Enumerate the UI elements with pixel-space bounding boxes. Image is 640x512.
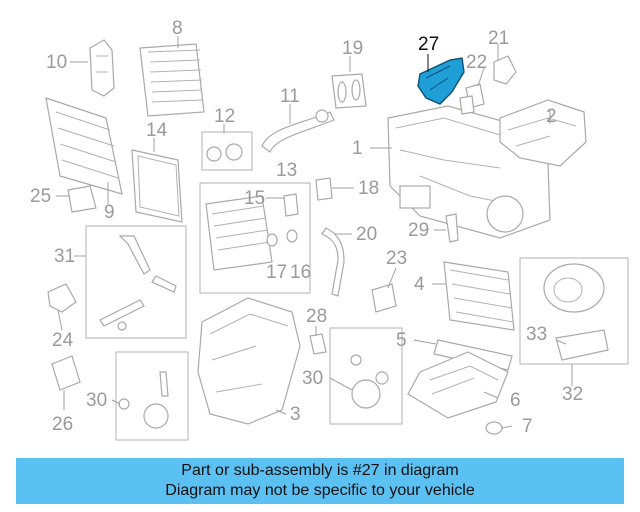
callout-32: 32 [562, 384, 583, 405]
part-20[interactable] [321, 227, 345, 297]
callout-12: 12 [214, 106, 235, 127]
callout-3: 3 [290, 404, 301, 425]
callout-15: 15 [244, 188, 265, 209]
callout-20: 20 [356, 224, 377, 245]
group-box-30-left [115, 351, 189, 441]
callout-25: 25 [30, 186, 51, 207]
part-27[interactable] [417, 57, 465, 105]
part-14[interactable] [131, 149, 183, 223]
callout-6: 6 [510, 390, 521, 411]
part-25[interactable] [67, 185, 97, 213]
callout-27: 27 [418, 34, 439, 55]
callout-13: 13 [276, 160, 297, 181]
callout-14: 14 [146, 120, 168, 141]
callout-30-left: 30 [86, 390, 107, 411]
group-box-32 [519, 257, 629, 365]
part-9[interactable] [45, 97, 123, 195]
callout-31: 31 [54, 246, 75, 267]
part-28[interactable] [309, 333, 327, 355]
part-23[interactable] [371, 283, 397, 313]
callout-30-right: 30 [302, 368, 323, 389]
callout-1: 1 [352, 138, 363, 159]
part-7[interactable] [485, 421, 503, 435]
part-18[interactable] [315, 177, 333, 201]
part-33[interactable] [555, 329, 609, 361]
callout-5: 5 [396, 330, 407, 351]
part-16[interactable] [286, 229, 298, 243]
callout-22: 22 [466, 52, 487, 73]
banner-line-2: Diagram may not be specific to your vehi… [165, 482, 475, 499]
callout-2: 2 [546, 106, 557, 127]
leader-lines [56, 36, 573, 429]
callout-11: 11 [280, 86, 300, 107]
group-box-13 [199, 182, 311, 294]
group-box-30-right [329, 327, 403, 425]
part-12[interactable] [206, 143, 243, 162]
part-11[interactable] [261, 109, 335, 153]
group-box-31 [85, 225, 187, 339]
part-32[interactable] [543, 263, 605, 313]
part-10[interactable] [89, 39, 115, 97]
callout-4: 4 [414, 274, 425, 295]
part-30-right[interactable] [350, 354, 389, 409]
part-30-left[interactable] [118, 371, 169, 429]
callout-26: 26 [52, 414, 73, 435]
part-21[interactable] [493, 55, 517, 85]
part-19[interactable] [331, 73, 367, 109]
banner-line-1: Part or sub-assembly is #27 in diagram [181, 462, 459, 479]
part-31[interactable] [99, 235, 177, 331]
callout-17: 17 [266, 262, 287, 283]
part-3[interactable] [197, 297, 301, 425]
part-15[interactable] [205, 193, 299, 271]
group-box-12 [201, 131, 253, 171]
part-22[interactable] [459, 83, 485, 115]
part-17[interactable] [266, 233, 278, 247]
callout-21: 21 [488, 28, 509, 49]
callout-19: 19 [342, 38, 363, 59]
callout-28: 28 [306, 306, 327, 327]
callout-9: 9 [104, 202, 115, 223]
callout-23: 23 [386, 248, 407, 269]
info-banner: Part or sub-assembly is #27 in diagram D… [16, 458, 624, 504]
callout-labels: 27 10 8 19 11 12 14 22 21 2 1 9 25 13 15… [30, 18, 583, 437]
part-6[interactable] [407, 351, 509, 419]
callout-10: 10 [46, 52, 67, 73]
part-2[interactable] [499, 99, 587, 167]
callout-18: 18 [358, 178, 379, 199]
part-26[interactable] [51, 355, 81, 391]
part-8[interactable] [139, 43, 205, 117]
part-4[interactable] [443, 261, 515, 331]
parts-diagram: 27 10 8 19 11 12 14 22 21 2 1 9 25 13 15… [30, 18, 629, 441]
callout-24: 24 [52, 330, 74, 351]
callout-8: 8 [172, 18, 183, 39]
callout-16: 16 [290, 262, 311, 283]
callout-29: 29 [408, 220, 429, 241]
callout-33: 33 [526, 324, 547, 345]
part-29[interactable] [445, 213, 459, 243]
callout-7: 7 [522, 416, 533, 437]
part-24[interactable] [47, 283, 77, 313]
